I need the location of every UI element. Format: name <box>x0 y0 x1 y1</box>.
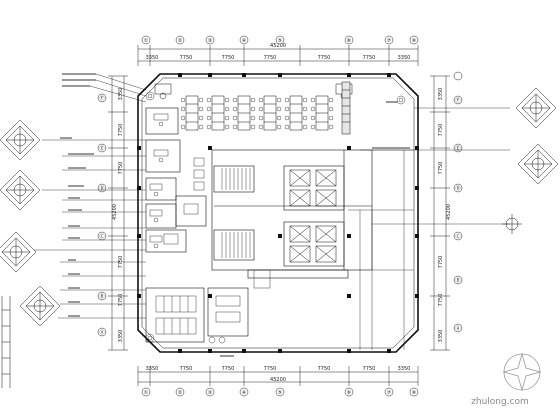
dimension-label: 3350 <box>438 330 444 343</box>
callout-text-marks <box>60 73 410 357</box>
axis-label: ⑦ <box>387 38 392 44</box>
bottom-axis-bubbles <box>141 387 419 397</box>
dimension-label: 3350 <box>438 88 444 101</box>
bottom-axis-labels: ① ② ③ ④ ⑤ ⑥ ⑦ ⑧ <box>144 390 417 396</box>
dimension-label: 3350 <box>398 366 411 372</box>
axis-label: Ⓐ <box>99 329 104 336</box>
top-axis-bubbles <box>141 35 419 45</box>
dimension-label: 7750 <box>264 366 277 372</box>
axis-label: ① <box>144 38 149 44</box>
dimension-label: 3350 <box>146 366 159 372</box>
axis-label: ① <box>144 390 149 396</box>
axis-label: Ⓒ <box>99 233 104 240</box>
bottom-left-rooms <box>145 269 349 343</box>
dimension-label: 7750 <box>363 55 376 61</box>
right-axis-labels: Ⓕ Ⓔ Ⓓ Ⓒ Ⓑ Ⓐ <box>455 97 460 332</box>
elevator-shafts <box>289 169 337 263</box>
right-dimension-chain <box>430 75 450 351</box>
top-total-dimension: 45200 <box>270 43 286 49</box>
axis-label: ⑥ <box>347 38 352 44</box>
left-axis-labels: Ⓕ Ⓔ Ⓓ Ⓒ Ⓑ Ⓐ <box>99 95 104 336</box>
dimension-label: 7750 <box>264 55 277 61</box>
bottom-dimension-chain <box>137 366 419 386</box>
dimension-label: 7750 <box>438 256 444 269</box>
small-corridor-cabinets <box>193 157 271 289</box>
left-axis-bubbles <box>97 93 107 337</box>
axis-label: ⑦ <box>387 390 392 396</box>
dimension-label: 7750 <box>438 294 444 307</box>
axis-label: ④ <box>242 38 247 44</box>
axis-label: ④ <box>242 390 247 396</box>
axis-label: ⑧ <box>412 38 417 44</box>
plant-icon <box>145 91 406 343</box>
office-chairs <box>180 97 334 130</box>
axis-label: Ⓓ <box>99 185 104 192</box>
axis-label: ⑥ <box>347 390 352 396</box>
right-total-dimension: 45200 <box>446 204 452 220</box>
meeting-table <box>155 295 241 344</box>
axis-label: Ⓔ <box>99 145 104 152</box>
axis-label: Ⓑ <box>99 293 104 300</box>
callout-leader-lines <box>34 107 510 319</box>
bottom-segment-dimensions: 3350 7750 7750 7750 7750 7750 3350 <box>146 366 411 372</box>
dimension-label: 7750 <box>180 366 193 372</box>
top-dimension-chain <box>137 45 419 66</box>
dimension-label: 7750 <box>118 294 124 307</box>
top-axis-labels: ① ② ③ ④ ⑤ ⑥ ⑦ ⑧ <box>144 38 417 44</box>
dimension-label: 7750 <box>438 124 444 137</box>
axis-label: ⑤ <box>278 38 282 44</box>
axis-label: ② <box>178 390 183 396</box>
bottom-total-dimension: 45200 <box>270 377 286 383</box>
axis-label: Ⓐ <box>455 325 460 332</box>
top-left-leaders <box>89 73 147 103</box>
axis-label: Ⓓ <box>455 185 460 192</box>
axis-label: Ⓕ <box>455 97 460 104</box>
elevation-index-right <box>502 87 559 234</box>
dimension-label: 7750 <box>118 124 124 137</box>
structural-columns <box>137 73 419 353</box>
axis-label: Ⓒ <box>455 233 460 240</box>
axis-label: Ⓔ <box>455 145 460 152</box>
building-outline <box>137 73 419 353</box>
axis-label: ⑤ <box>278 390 282 396</box>
watermark-logo <box>502 352 542 392</box>
dimension-label: 7750 <box>438 162 444 175</box>
legend-column <box>1 296 11 388</box>
corner-furniture <box>154 81 353 135</box>
dimension-label: 7750 <box>318 55 331 61</box>
right-segment-dimensions: 3350 7750 7750 7750 7750 3350 <box>438 88 444 343</box>
dimension-label: 3350 <box>146 55 159 61</box>
axis-label: ② <box>178 38 183 44</box>
stair-treads <box>221 168 251 258</box>
open-office-workstations <box>185 95 329 131</box>
left-dimension-chain <box>108 75 128 351</box>
right-axis-bubbles <box>453 71 463 333</box>
axis-label: Ⓕ <box>99 95 104 102</box>
dimension-label: 7750 <box>318 366 331 372</box>
axis-label: ③ <box>208 390 212 396</box>
top-segment-dimensions: 3350 7750 7750 7750 7750 7750 3350 <box>146 55 411 61</box>
dimension-label: 7750 <box>118 162 124 175</box>
dimension-label: 7750 <box>222 55 235 61</box>
dimension-label: 3350 <box>118 88 124 101</box>
office-desks <box>149 113 199 249</box>
dimension-label: 3350 <box>118 330 124 343</box>
dimension-label: 3350 <box>398 55 411 61</box>
dimension-label: 7750 <box>180 55 193 61</box>
axis-label: ③ <box>208 38 212 44</box>
dimension-label: 7750 <box>363 366 376 372</box>
curtain-wall-mullions <box>348 149 414 350</box>
axis-label: Ⓑ <box>455 277 460 284</box>
axis-label: ⑧ <box>412 390 417 396</box>
watermark-text: zhulong.com <box>471 397 529 407</box>
dimension-label: 7750 <box>222 366 235 372</box>
left-offices <box>145 107 207 253</box>
elevation-index-left <box>0 119 61 327</box>
